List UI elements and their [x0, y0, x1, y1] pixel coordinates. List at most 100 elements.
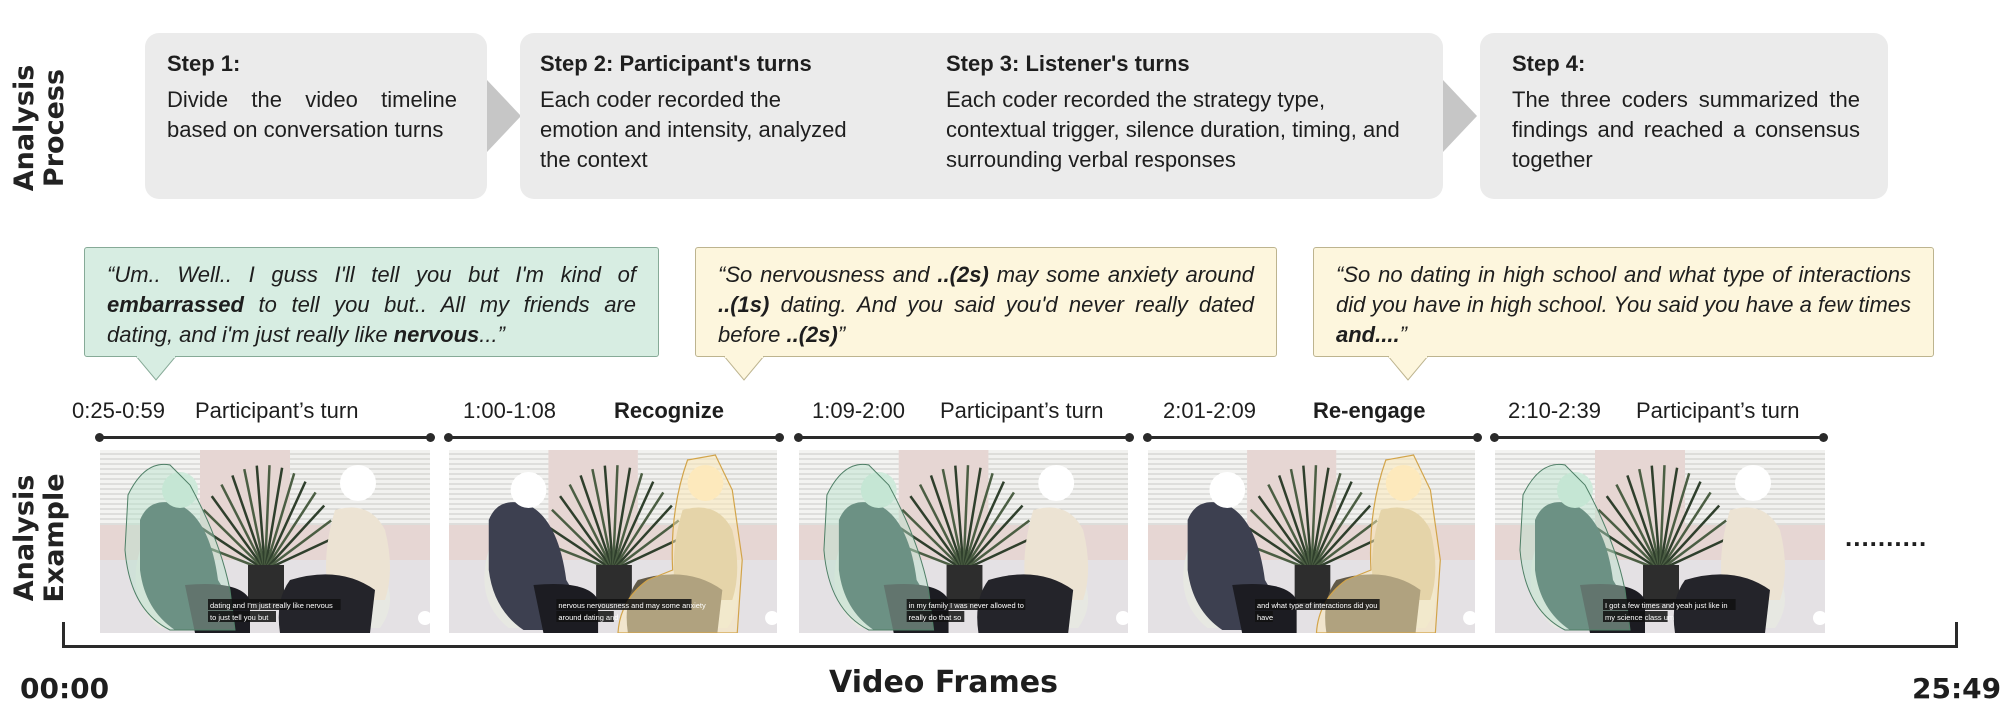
segment-time: 1:00-1:08 — [463, 398, 556, 423]
plant-leaf — [1278, 475, 1313, 571]
subtitle-text: have — [1257, 613, 1273, 622]
plant-leaf — [895, 524, 965, 572]
plant-leaf — [611, 481, 655, 571]
plant-leaf — [1658, 465, 1666, 571]
start-time: 00:00 — [20, 672, 110, 705]
segment-time: 0:25-0:59 — [72, 398, 165, 423]
quote-run: “So nervousness and — [718, 262, 938, 287]
arrow-right-icon — [1443, 80, 1477, 152]
subtitle-background — [556, 599, 692, 610]
plant-leaf — [1638, 468, 1662, 571]
quote-tail — [723, 356, 765, 381]
plant-pot — [596, 565, 632, 603]
subtitle-background — [1603, 599, 1736, 610]
step-2-body: Each coder recorded the emotion and inte… — [540, 87, 847, 172]
bracket-right — [1955, 622, 1958, 648]
plant-leaf — [263, 465, 271, 571]
frame-image: dating and I'm just really like nervoust… — [100, 450, 430, 633]
plant-leaf — [263, 472, 296, 571]
plant-leaf — [591, 468, 615, 571]
plant-leaf — [1310, 467, 1330, 571]
quote-emphasis: ..(2s) — [937, 262, 989, 287]
segment-label: Re-engage — [1313, 398, 1426, 423]
arrow-right-icon — [487, 80, 521, 152]
subtitle-background — [1255, 599, 1380, 610]
label-line: Example — [39, 473, 70, 603]
quote-emphasis: nervous — [393, 322, 480, 347]
subtitle-background — [208, 599, 341, 610]
plant-leaf — [954, 465, 965, 571]
plant-leaf — [210, 495, 267, 571]
end-time: 25:49 — [1912, 672, 2000, 705]
bracket-left — [62, 622, 65, 648]
participant-highlight — [1519, 463, 1631, 631]
plant-leaf — [1659, 535, 1732, 572]
plant-leaf — [559, 495, 615, 571]
face-blur — [340, 465, 376, 501]
quote-tail — [1387, 356, 1429, 381]
plant-leaf — [901, 508, 965, 571]
segment-time: 1:09-2:00 — [812, 398, 905, 423]
plant-pot — [248, 565, 284, 603]
face-blur — [510, 472, 547, 508]
label-line: Analysis — [9, 64, 40, 192]
plant-leaf — [544, 524, 614, 572]
quote-emphasis: ..(2s) — [786, 322, 838, 347]
plant-leaf — [1658, 472, 1691, 571]
face-blur — [1557, 472, 1593, 508]
plant-leaf — [909, 495, 965, 571]
listener-highlight — [617, 454, 743, 633]
segment-time: 2:01-2:09 — [1163, 398, 1256, 423]
plant-leaf — [941, 468, 965, 571]
face-blur — [1038, 465, 1075, 501]
subtitle-background — [906, 611, 965, 622]
plant-pot — [1643, 565, 1679, 603]
step-1-title: Step 1: — [167, 51, 241, 76]
segment-label: Participant’s turn — [1636, 398, 1800, 423]
plant-leaf — [1591, 524, 1661, 572]
face-blur — [1735, 465, 1771, 501]
plant-leaf — [551, 508, 614, 571]
quote-run: ” — [1399, 322, 1407, 347]
plant-leaf — [264, 519, 332, 572]
face-blur — [162, 472, 198, 508]
segment-line — [1490, 433, 1828, 442]
quote-listener-1: “So nervousness and ..(2s) may some anxi… — [695, 247, 1277, 357]
quote-run: “So no dating in high school and what ty… — [1336, 262, 1911, 317]
quote-tail — [135, 356, 177, 381]
plant-leaf — [264, 535, 337, 572]
segment-time: 2:10-2:39 — [1508, 398, 1601, 423]
plant-leaf — [611, 467, 632, 571]
plant-leaf — [1267, 483, 1313, 571]
plant-leaf — [1605, 495, 1662, 571]
participant-highlight — [823, 463, 935, 631]
plant-leaf — [1257, 495, 1313, 571]
label-line: Process — [39, 68, 70, 188]
quote-run: may some anxiety around — [988, 262, 1254, 287]
plant-leaf — [1310, 519, 1378, 572]
plant-leaf — [1615, 483, 1662, 571]
bracket-bottom — [62, 645, 1958, 648]
plant-leaf — [1310, 491, 1363, 571]
step-4-body: The three coders summarized the findings… — [1512, 87, 1860, 172]
plant-leaf — [1310, 504, 1372, 571]
plant-leaf — [196, 524, 266, 572]
plant-leaf — [1650, 465, 1662, 571]
plant-leaf — [1310, 481, 1353, 571]
plant-leaf — [962, 519, 1031, 572]
plant-leaf — [1659, 519, 1727, 572]
subtitle-background — [906, 599, 1026, 610]
plant-leaf — [263, 491, 317, 571]
plant-leaf — [962, 491, 1015, 571]
plant-leaf — [1302, 465, 1313, 571]
plant-leaf — [962, 472, 994, 571]
plant-leaf — [612, 519, 680, 572]
plant-leaf — [918, 483, 965, 571]
frame-image: I got a few times and yeah just like inm… — [1495, 450, 1825, 633]
quote-run: “Um.. Well.. I guss I'll tell you but I'… — [107, 262, 636, 287]
axis-caption: Video Frames — [829, 665, 1058, 700]
plant-leaf — [611, 472, 644, 571]
plant-leaf — [1658, 481, 1702, 571]
